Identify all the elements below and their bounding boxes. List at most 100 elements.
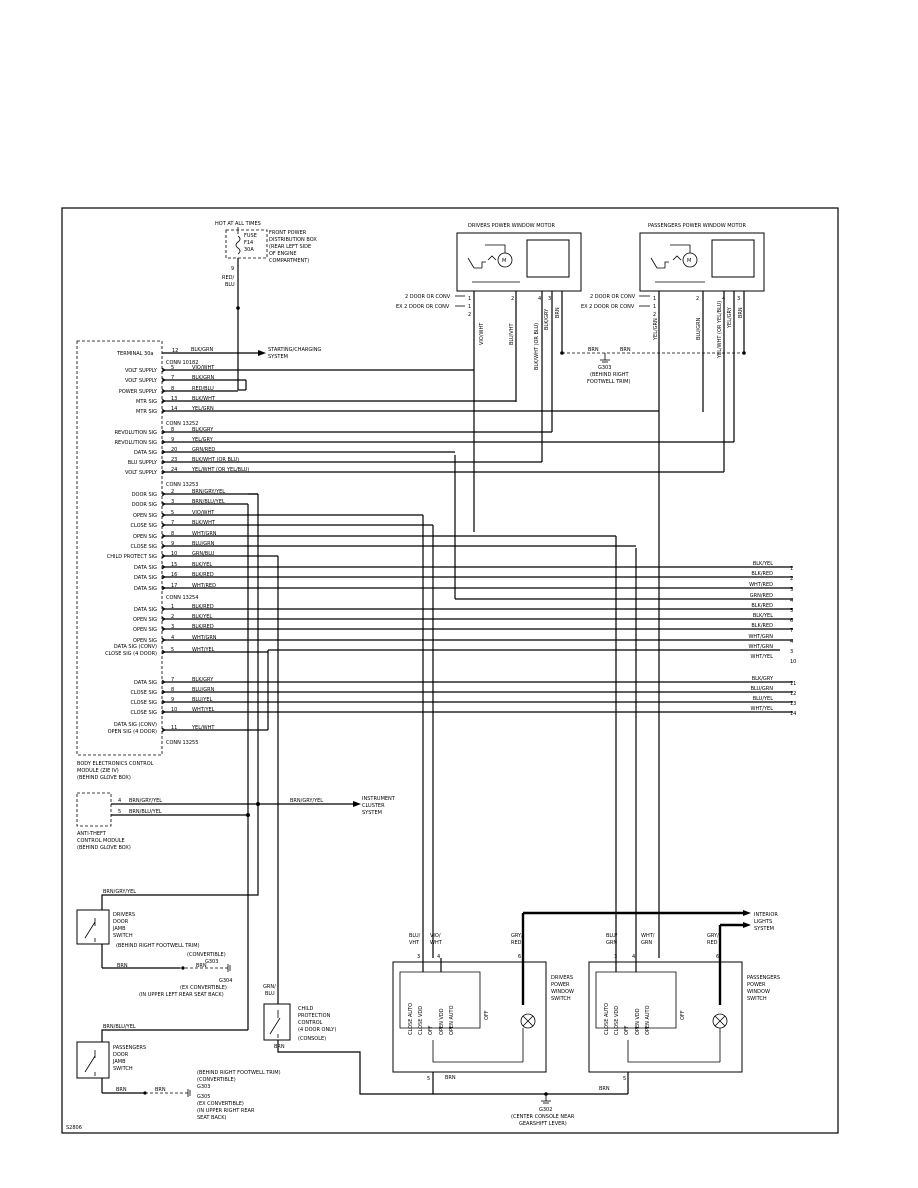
pin-label: CLOSE SIG — [131, 700, 158, 706]
driver-sw-open-vdd: OPEN VDD — [439, 1008, 445, 1035]
pin-wire: BLK/RED — [192, 604, 214, 610]
right-wire-label: BLK/RED — [751, 571, 773, 577]
fuse-icon — [235, 235, 241, 255]
pin-number: 8 — [171, 386, 174, 392]
g302-name: G302 — [539, 1107, 552, 1113]
terminal-30-dest-1: STARTING/CHARGING — [268, 347, 321, 353]
driver-sw-p2: 4 — [437, 954, 440, 960]
right-wire-number: 12 — [790, 691, 796, 697]
passenger-motor-wire-2: BLU/GRN — [696, 317, 702, 340]
passenger-sw-w1b: GRN — [606, 940, 617, 946]
antitheft-wire-5: BRN/BLU/YEL — [129, 809, 162, 815]
pin-arrow-icon — [161, 727, 166, 733]
pin-number: 7 — [171, 520, 174, 526]
passenger-sw-l4: SWITCH — [747, 996, 767, 1002]
diagram-frame — [61, 207, 839, 1134]
driver-sw-close-auto: CLOSE AUTO — [408, 1003, 414, 1035]
right-wire-label: BLU/GRN — [751, 686, 774, 692]
passenger-motor-pin-2b: 2 — [653, 312, 656, 318]
pin-arrow-icon — [161, 408, 166, 414]
g303-brn-2: BRN — [620, 347, 631, 353]
pin-number: 10 — [171, 551, 177, 557]
pin-number: 17 — [171, 583, 177, 589]
pin-label: DATA SIG — [134, 680, 157, 686]
passenger-motor-wire-1: YEL/GRN — [653, 318, 659, 341]
passenger-jamb-brn2: BRN — [155, 1087, 166, 1093]
driver-sw-l1: DRIVERS — [551, 975, 573, 981]
pin-arrow-icon — [161, 491, 166, 497]
pin-arrow-icon — [161, 388, 166, 394]
driver-sw-close-vdd: CLOSE VDD — [418, 1006, 424, 1035]
pin-arrow-icon — [161, 709, 166, 715]
right-wire-label: WHT/GRN — [748, 634, 773, 640]
pin-number: 11 — [171, 725, 177, 731]
pin-label: REVOLUTION SIG — [115, 440, 158, 446]
pin-label: CLOSE SIG — [131, 690, 158, 696]
driver-sw-p5: 5 — [427, 1076, 430, 1082]
conn-13252: CONN 13252 — [166, 421, 198, 427]
pin-arrow-icon — [161, 564, 166, 570]
pin-wire: BLK/WHT — [192, 396, 216, 402]
driver-motor-pin-2b: 2 — [468, 312, 471, 318]
fuse-group: HOT AT ALL TIMES FUSE F14 30A FRONT POWE… — [215, 221, 317, 390]
right-wire-label: WHT/YEL — [751, 654, 774, 660]
pin-number: 24 — [171, 467, 177, 473]
driver-jamb-brn1: BRN — [117, 963, 128, 969]
passenger-jamb-brn1: BRN — [116, 1087, 127, 1093]
pin-wire: BLK/RED — [192, 572, 214, 578]
passenger-jamb-note4: (IN UPPER RIGHT REAR — [197, 1108, 255, 1114]
g302-ground: G302 (CENTER CONSOLE NEAR GEARSHIFT LEVE… — [511, 1092, 575, 1127]
conn-13254: CONN 13254 — [166, 595, 198, 601]
pin-number: 5 — [171, 365, 174, 371]
pin-number: 14 — [171, 406, 177, 412]
passenger-window-switch: BLU/ GRN WHT/ GRN GRY/ RED 3 4 6 5 CLOSE… — [546, 925, 780, 1095]
driver-jamb-l4: SWITCH — [113, 933, 133, 939]
terminal-30-wire: BLK/GRN — [191, 347, 214, 353]
pin-wire: BLK/GRY — [192, 427, 214, 433]
driver-motor: DRIVERS POWER WINDOW MOTOR M 1 2 4 3 1 2… — [396, 223, 582, 532]
pin-arrow-icon — [161, 626, 166, 632]
pin-arrow-icon — [161, 449, 166, 455]
right-wire-label: BLU/YEL — [753, 696, 774, 702]
pin-label: BLU SUPPLY — [128, 460, 158, 466]
driver-motor-wire-2: BLU/VHT — [509, 323, 515, 345]
pin-label: OPEN SIG — [133, 534, 157, 540]
pin-arrow-icon — [161, 543, 166, 549]
pin-number: 7 — [171, 677, 174, 683]
driver-motor-wire-5: BRN — [555, 307, 561, 318]
driver-sw-off: OFF — [428, 1025, 434, 1035]
pin-wire: WHT/YEL — [192, 707, 215, 713]
fuse-box — [225, 229, 268, 259]
driver-jamb-note4: (IN UPPER LEFT REAR SEAT BACK) — [139, 992, 224, 998]
lamp-icon — [520, 1013, 536, 1029]
pin-wire: BLK/WHT — [192, 520, 216, 526]
right-wire-number: 3 — [790, 587, 793, 593]
pin-label-2: CLOSE SIG (4 DOOR) — [105, 651, 157, 657]
pin-wire: BLU/GRN — [192, 541, 215, 547]
pin-arrow-icon — [161, 649, 166, 655]
passenger-sw-open-auto: OPEN AUTO — [645, 1005, 651, 1035]
pin-wire: BLK/YEL — [192, 614, 212, 620]
pin-number: 16 — [171, 572, 177, 578]
right-wire-number: 14 — [790, 711, 796, 717]
pin-number: 20 — [171, 447, 177, 453]
passenger-motor-wire-5: BRN — [738, 307, 744, 318]
pin-label-2: OPEN SIG (4 DOOR) — [108, 729, 157, 735]
module-routing — [238, 380, 793, 1030]
